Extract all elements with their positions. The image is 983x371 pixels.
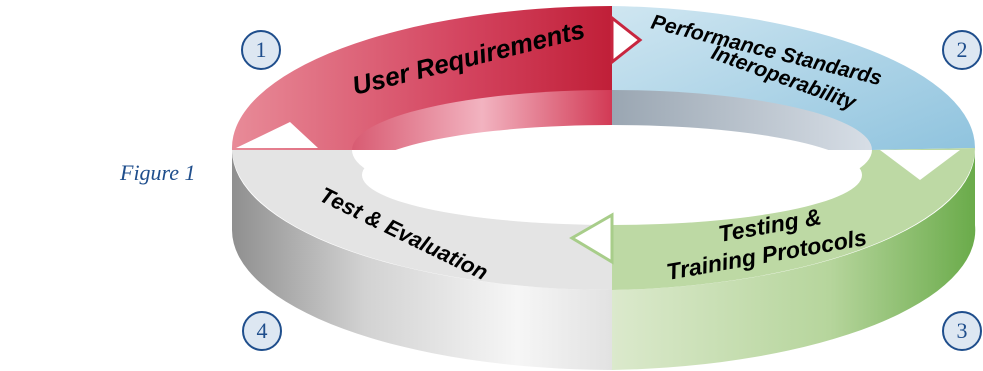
arrow-step3-to-step4 <box>569 212 614 265</box>
arrow-step1-to-step2 <box>610 14 643 66</box>
step-3-badge: 3 <box>942 311 982 351</box>
arrow-step4-to-step1 <box>236 122 318 148</box>
ring-top-step1 <box>231 6 612 150</box>
inner-hole <box>362 125 862 225</box>
step-4-badge: 4 <box>242 311 282 351</box>
ring-side-green <box>612 148 976 370</box>
step-1-badge: 1 <box>241 30 281 70</box>
ring-top-step4 <box>232 150 612 290</box>
ring-top-step3 <box>612 148 976 290</box>
ring-side-gray <box>232 150 612 370</box>
ring-top-step2 <box>612 6 976 150</box>
figure-caption: Figure 1 <box>120 160 196 185</box>
step-2-badge: 2 <box>942 30 982 70</box>
arrow-step2-to-step3 <box>880 150 960 180</box>
